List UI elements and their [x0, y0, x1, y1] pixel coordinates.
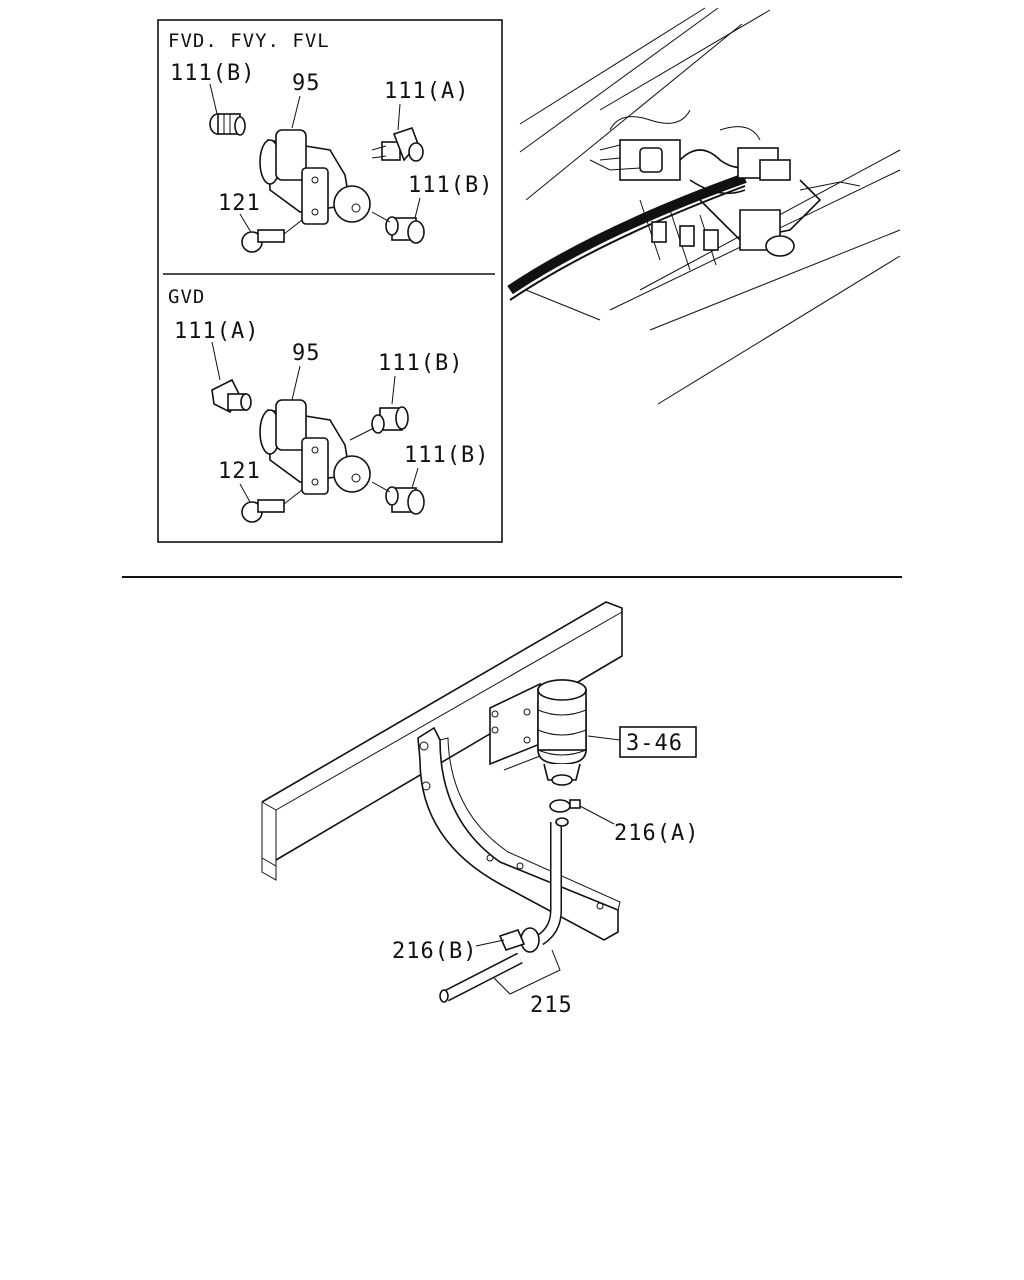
- label-111a: 111(A): [384, 79, 469, 104]
- chassis-view-upper: [507, 7, 901, 405]
- inset-upper: FVD. FVY. FVL 111(B) 95 111(A) 111(B) 12…: [168, 30, 493, 253]
- fitting-111b-right-gvd-part: [371, 481, 425, 515]
- label-111b-left: 111(B): [170, 61, 255, 86]
- fitting-111a-part: [371, 126, 424, 162]
- body-95-part: [259, 129, 371, 225]
- clip-216a-part: [549, 799, 615, 825]
- label-111a-gvd: 111(A): [174, 319, 259, 344]
- hose-215-part: [439, 817, 569, 1003]
- inset-lower-heading: GVD: [168, 286, 205, 308]
- bolt-121-part: [241, 219, 303, 253]
- label-215: 215: [530, 993, 573, 1018]
- inset-upper-heading: FVD. FVY. FVL: [168, 30, 330, 52]
- bolt-121-gvd-part: [241, 489, 303, 523]
- label-95-gvd: 95: [292, 341, 321, 366]
- dryer-canister: [537, 679, 587, 786]
- label-3-46: 3-46: [626, 731, 683, 756]
- label-95: 95: [292, 71, 321, 96]
- label-111b-top-gvd: 111(B): [378, 351, 463, 376]
- label-121: 121: [218, 191, 261, 216]
- chassis-view-lower: 3-46 216(A) 216(B) 215: [261, 601, 699, 1018]
- clip-216b-part: [498, 927, 540, 953]
- fitting-111b-top-gvd-part: [349, 406, 409, 441]
- fitting-111b-left-part: [209, 113, 246, 136]
- fitting-111b-right-part: [371, 211, 425, 244]
- ref-box-3-46: [619, 726, 697, 758]
- label-121-gvd: 121: [218, 459, 261, 484]
- label-216a: 216(A): [614, 821, 699, 846]
- valve-cluster: [589, 109, 861, 271]
- inset-frame: [157, 19, 503, 543]
- body-95-gvd-part: [259, 399, 371, 495]
- fitting-111a-gvd-part: [211, 378, 252, 414]
- label-111b-right-gvd: 111(B): [404, 443, 489, 468]
- label-216b: 216(B): [392, 939, 477, 964]
- label-111b-right: 111(B): [408, 173, 493, 198]
- inset-lower: GVD 111(A) 95 111(B) 111(B) 121: [168, 286, 489, 523]
